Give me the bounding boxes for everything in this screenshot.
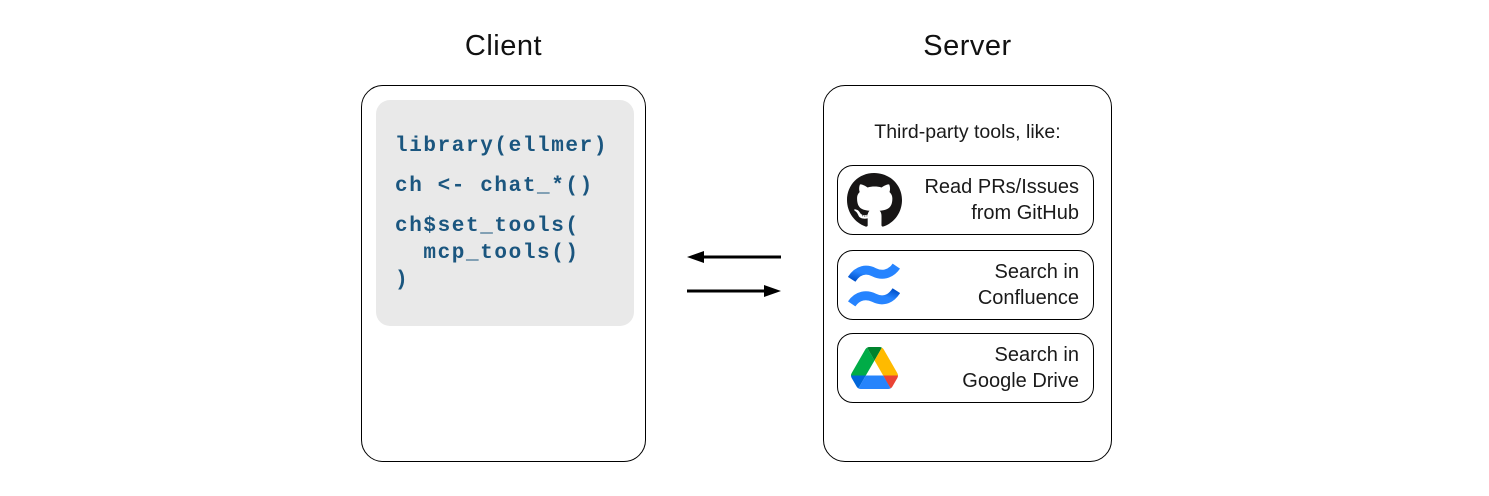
server-title: Server: [923, 30, 1012, 62]
code-line: ch <- chat_*(): [395, 175, 594, 198]
code-block: library(ellmer) ch <- chat_*() ch$set_to…: [376, 100, 634, 326]
tool-card-google-drive: Search in Google Drive: [837, 333, 1094, 403]
client-title: Client: [464, 30, 543, 62]
code-line: library(ellmer): [395, 135, 609, 158]
code-paragraph: library(ellmer): [395, 133, 634, 160]
tool-label-line1: Read PRs/Issues: [924, 176, 1079, 198]
server-panel: Third-party tools, like: Read PRs/Issues…: [823, 85, 1112, 462]
confluence-icon: [845, 260, 903, 310]
tool-card-github: Read PRs/Issues from GitHub: [837, 165, 1094, 235]
tool-card-confluence: Search in Confluence: [837, 250, 1094, 320]
code-paragraph: ch <- chat_*(): [395, 173, 634, 200]
tool-label-line2: Confluence: [977, 287, 1079, 309]
arrow-left-icon: [687, 251, 781, 263]
tool-label: Read PRs/Issues from GitHub: [903, 174, 1093, 226]
tool-label-line2: Google Drive: [962, 370, 1079, 392]
client-panel: library(ellmer) ch <- chat_*() ch$set_to…: [361, 85, 646, 462]
tool-label-line2: from GitHub: [971, 202, 1079, 224]
tool-label: Search in Confluence: [903, 259, 1093, 311]
code-line: ch$set_tools(: [395, 215, 580, 238]
tool-label: Search in Google Drive: [903, 342, 1093, 394]
tool-label-line1: Search in: [994, 261, 1080, 283]
server-heading: Third-party tools, like:: [874, 121, 1061, 143]
code-line: ): [395, 269, 410, 292]
google-drive-icon: [845, 347, 903, 389]
github-icon: [845, 172, 903, 229]
code-line: mcp_tools(): [395, 242, 580, 265]
arrow-right-icon: [687, 285, 781, 297]
code-paragraph: ch$set_tools( mcp_tools() ): [395, 213, 634, 294]
client-server-arrows: [687, 251, 781, 297]
tool-label-line1: Search in: [994, 344, 1080, 366]
